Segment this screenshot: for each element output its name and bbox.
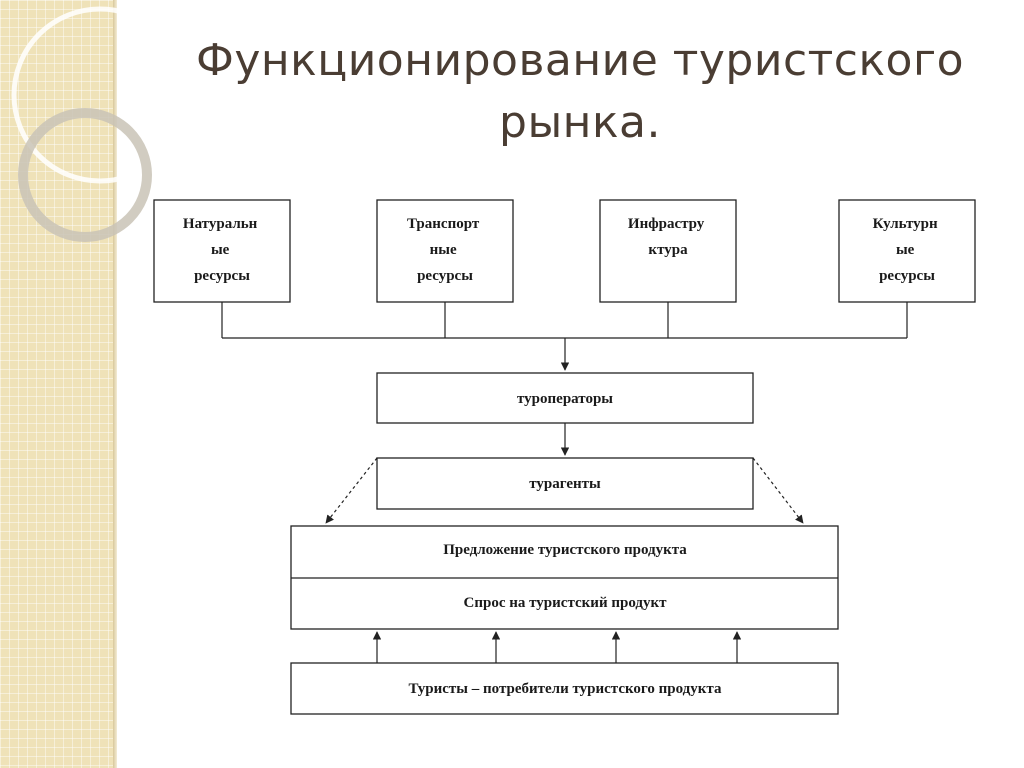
svg-text:Культурн ые ре: Культурн ые ресурсы (873, 216, 942, 284)
resource-connector (221, 302, 908, 339)
resource-transport-line-3: ресурсы (417, 268, 473, 284)
operators-box: туроператоры (376, 372, 754, 424)
slide-title-line-1: Функционирование туристского (196, 35, 964, 86)
dashed-arrow-right (752, 457, 804, 524)
resource-transport-line-1: Транспорт (407, 216, 480, 232)
svg-text:Инфрастру ктура: Инфрастру ктура (628, 216, 708, 258)
tourist-arrows (372, 631, 742, 663)
svg-text:Натуральн ые р: Натуральн ые ресурсы (183, 216, 261, 284)
decor-rings (11, 6, 189, 242)
side-decor-edge (113, 0, 117, 768)
resource-box-infrastructure: Инфрастру ктура (599, 199, 737, 303)
resource-cultural-line-1: Культурн (873, 216, 938, 232)
resource-infrastructure-line-2: ктура (648, 242, 688, 258)
resource-box-cultural: Культурн ые ресурсы (838, 199, 976, 303)
resource-box-natural: Натуральн ые ресурсы (153, 199, 291, 303)
resource-box-transport: Транспорт ные ресурсы (376, 199, 514, 303)
resource-natural-line-1: Натуральн (183, 216, 258, 232)
tourists-label: Туристы – потребители туристского продук… (409, 681, 722, 697)
resource-cultural-line-3: ресурсы (879, 268, 935, 284)
resource-natural-line-3: ресурсы (194, 268, 250, 284)
agents-label: турагенты (529, 476, 601, 492)
supply-label: Предложение туристского продукта (443, 542, 687, 558)
svg-text:Транспорт ные: Транспорт ные ресурсы (407, 216, 483, 284)
resource-transport-line-2: ные (430, 242, 457, 258)
supply-demand-box: Предложение туристского продукта Спрос н… (290, 525, 839, 630)
slide-title-line-2: рынка. (499, 97, 661, 148)
demand-label: Спрос на туристский продукт (464, 595, 668, 611)
slide-title: Функционирование туристского рынка. (150, 30, 1010, 154)
tourists-box: Туристы – потребители туристского продук… (290, 662, 839, 715)
operators-label: туроператоры (517, 391, 613, 407)
resource-cultural-line-2: ые (896, 242, 915, 258)
dashed-arrow-left (325, 457, 378, 524)
resource-infrastructure-line-1: Инфрастру (628, 216, 705, 232)
agents-box: турагенты (376, 457, 754, 510)
resource-natural-line-2: ые (211, 242, 230, 258)
